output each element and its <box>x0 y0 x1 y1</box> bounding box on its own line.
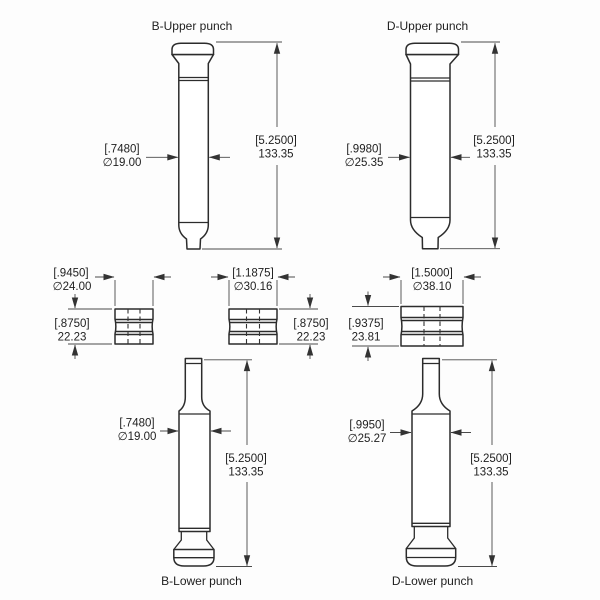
d-upper-length-dimension: [5.2500] 133.35 <box>440 41 515 250</box>
die-d-od-dimension: [1.5000] ∅38.10 <box>383 268 481 304</box>
b-lower-length-dimension: [5.2500] 133.35 <box>204 359 267 567</box>
d-upper-punch: D-Upper punch [5.2500] 133.35 [.9980] ∅2… <box>345 19 515 250</box>
d-upper-dia-inch: [.9980] <box>346 144 381 156</box>
die-d: [1.5000] ∅38.10 [.9375] 23.81 <box>348 268 481 361</box>
d-lower-punch-outline <box>405 357 457 567</box>
d-upper-dia-mm: ∅25.35 <box>345 157 384 169</box>
b-upper-length-inch: [5.2500] <box>255 135 297 147</box>
d-lower-length-dimension: [5.2500] 133.35 <box>442 359 512 567</box>
b-upper-punch-outline <box>171 42 215 250</box>
die-bb-od-inch: [1.1875] <box>232 268 274 280</box>
die-b-height-dimension: [.8750] 22.23 <box>54 294 112 359</box>
d-lower-length-mm: 133.35 <box>473 467 508 479</box>
b-upper-dia-inch: [.7480] <box>104 144 139 156</box>
die-bb-od-mm: ∅30.16 <box>234 281 273 293</box>
b-lower-punch-outline <box>173 357 215 567</box>
die-bb-height-inch: [.8750] <box>293 318 328 330</box>
die-b-outline <box>114 308 154 345</box>
d-lower-dia-inch: [.9950] <box>349 420 384 432</box>
b-lower-length-inch: [5.2500] <box>225 453 267 465</box>
d-upper-length-mm: 133.35 <box>476 149 511 161</box>
d-upper-punch-title: D-Upper punch <box>387 19 468 33</box>
die-d-height-inch: [.9375] <box>348 318 383 330</box>
d-lower-diameter-dimension: [.9950] ∅25.27 <box>348 420 471 445</box>
b-upper-dia-mm: ∅19.00 <box>103 157 142 169</box>
die-b-od-dimension: [.9450] ∅24.00 <box>53 268 171 306</box>
b-lower-dia-mm: ∅19.00 <box>118 431 157 443</box>
b-upper-punch: B-Upper punch [5.2500] 133.35 [.7480] ∅1… <box>103 19 297 250</box>
die-bb: [1.1875] ∅30.16 [.8750] 22.23 <box>211 268 329 359</box>
d-lower-punch-title: D-Lower punch <box>392 574 473 588</box>
die-bb-od-dimension: [1.1875] ∅30.16 <box>211 268 295 306</box>
b-upper-length-dimension: [5.2500] 133.35 <box>202 41 297 250</box>
b-upper-punch-title: B-Upper punch <box>152 19 233 33</box>
die-bb-outline <box>228 308 278 345</box>
d-lower-punch: [5.2500] 133.35 [.9950] ∅25.27 D-Lower p… <box>348 357 512 588</box>
die-b-height-inch: [.8750] <box>54 318 89 330</box>
d-lower-length-inch: [5.2500] <box>470 453 512 465</box>
die-bb-height-mm: 22.23 <box>297 332 326 344</box>
b-lower-dia-inch: [.7480] <box>119 418 154 430</box>
die-bb-height-dimension: [.8750] 22.23 <box>279 294 329 359</box>
die-b-od-inch: [.9450] <box>53 268 88 280</box>
b-lower-length-mm: 133.35 <box>228 467 263 479</box>
die-d-outline <box>400 305 464 347</box>
die-b-od-mm: ∅24.00 <box>53 281 92 293</box>
die-b: [.9450] ∅24.00 [.8750] 22.23 <box>53 268 171 359</box>
b-lower-punch-title: B-Lower punch <box>161 574 242 588</box>
d-upper-diameter-dimension: [.9980] ∅25.35 <box>345 144 470 169</box>
d-upper-length-inch: [5.2500] <box>473 135 515 147</box>
die-d-height-dimension: [.9375] 23.81 <box>348 291 399 361</box>
b-upper-diameter-dimension: [.7480] ∅19.00 <box>103 144 230 169</box>
die-b-height-mm: 22.23 <box>58 332 87 344</box>
b-upper-length-mm: 133.35 <box>258 149 293 161</box>
die-d-od-mm: ∅38.10 <box>413 281 452 293</box>
d-upper-punch-outline <box>405 42 460 250</box>
d-lower-dia-mm: ∅25.27 <box>348 433 387 445</box>
b-lower-punch: [5.2500] 133.35 [.7480] ∅19.00 B-Lower p… <box>118 357 267 588</box>
die-d-height-mm: 23.81 <box>352 332 381 344</box>
die-d-od-inch: [1.5000] <box>411 268 453 280</box>
b-lower-diameter-dimension: [.7480] ∅19.00 <box>118 418 231 443</box>
